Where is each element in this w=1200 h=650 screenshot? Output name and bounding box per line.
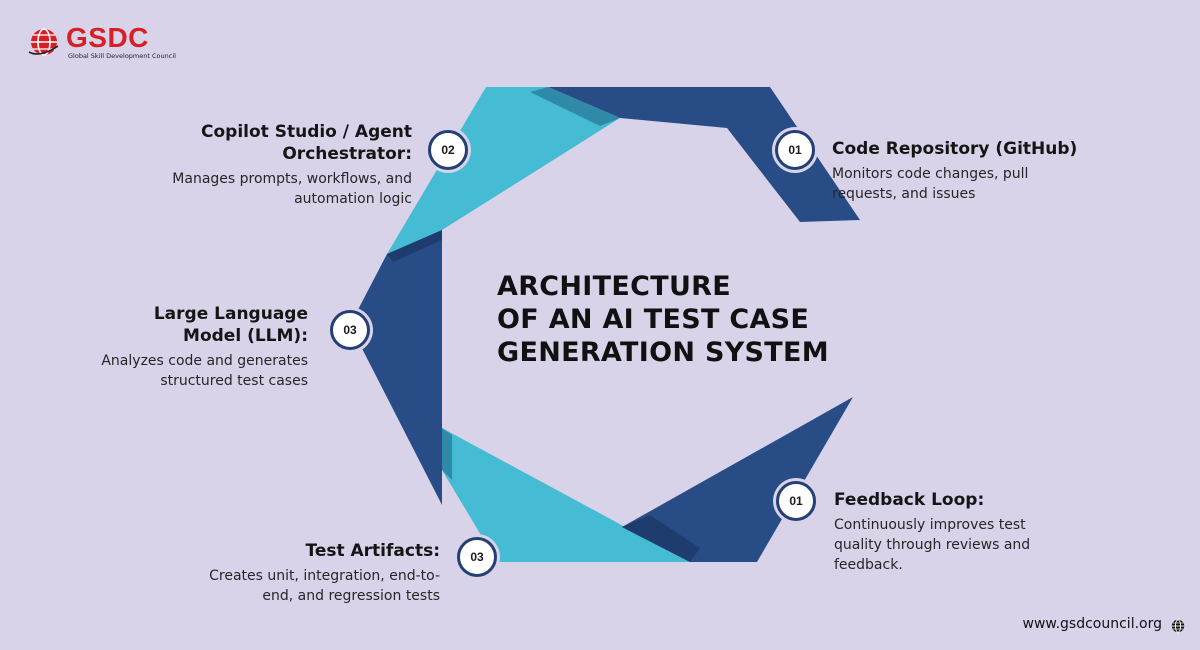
step-artifacts: Test Artifacts: Creates unit, integratio… — [180, 540, 440, 606]
segment-bottom-dark-shade — [622, 515, 700, 562]
title-line-2: OF AN AI TEST CASE — [497, 304, 810, 335]
step-badge-copilot: 02 — [428, 130, 468, 170]
step-feedback: Feedback Loop: Continuously improves tes… — [834, 489, 1044, 575]
step-badge-artifacts: 03 — [457, 537, 497, 577]
website-link[interactable]: www.gsdcouncil.org — [1022, 616, 1162, 632]
step-badge-feedback: 01 — [776, 481, 816, 521]
segment-top-dark — [548, 87, 860, 222]
segment-bottom-light-shade — [442, 428, 452, 480]
step-llm-description: Analyzes code and generates structured t… — [101, 353, 308, 389]
step-feedback-description: Continuously improves test quality throu… — [834, 517, 1031, 573]
title-line-1: ARCHITECTURE — [497, 271, 731, 302]
step-code-repo-heading: Code Repository (GitHub) — [832, 139, 1078, 159]
step-code-repo-description: Monitors code changes, pull requests, an… — [832, 166, 1029, 202]
logo-tagline: Global Skill Development Council — [68, 52, 176, 60]
step-copilot: Copilot Studio / Agent Orchestrator: Man… — [150, 121, 412, 209]
step-copilot-description: Manages prompts, workflows, and automati… — [172, 171, 412, 207]
step-llm-heading: Large Language Model (LLM): — [153, 304, 308, 346]
step-code-repo: Code Repository (GitHub) Monitors code c… — [832, 138, 1102, 204]
segment-top-light-shade — [530, 87, 620, 126]
step-copilot-heading: Copilot Studio / Agent Orchestrator: — [201, 122, 412, 164]
step-artifacts-description: Creates unit, integration, end-to-end, a… — [209, 568, 440, 604]
title-line-3: GENERATION SYSTEM — [497, 337, 829, 368]
step-feedback-heading: Feedback Loop: — [834, 490, 985, 510]
segment-top-light — [387, 87, 620, 254]
segment-left-dark — [350, 230, 442, 505]
step-llm: Large Language Model (LLM): Analyzes cod… — [80, 303, 308, 391]
segment-left-dark-shade — [387, 230, 442, 262]
step-artifacts-heading: Test Artifacts: — [305, 541, 440, 561]
globe-icon — [1171, 619, 1185, 633]
globe-logo-icon — [28, 28, 59, 56]
diagram-title: ARCHITECTURE OF AN AI TEST CASE GENERATI… — [497, 270, 877, 369]
step-badge-code-repo: 01 — [775, 130, 815, 170]
logo-name: GSDC — [66, 22, 149, 53]
step-badge-llm: 03 — [330, 310, 370, 350]
brand-logo: GSDC Global Skill Development Council — [28, 22, 176, 62]
segment-bottom-dark — [622, 397, 853, 562]
